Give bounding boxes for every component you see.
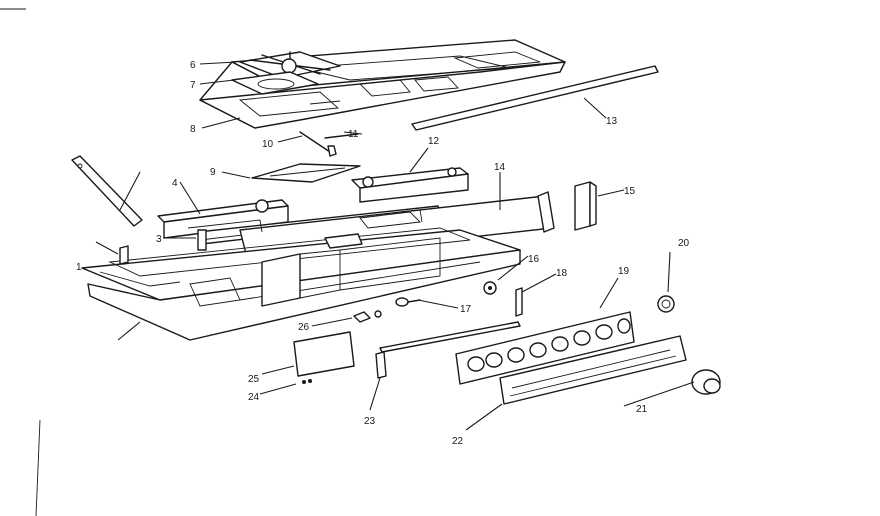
callout-22: 22 [452,436,464,447]
callout-15: 15 [624,186,636,197]
manifold-rod [379,321,521,353]
front-burner-rail [157,199,289,239]
callout-4: 4 [172,178,178,189]
callout-23: 23 [364,416,376,427]
control-knob [657,295,675,313]
callout-20: 20 [678,238,690,249]
callout-7: 7 [190,80,196,91]
callout-8: 8 [190,124,196,135]
rod-support [375,351,387,379]
callout-18: 18 [556,268,568,279]
callout-24: 24 [248,392,260,403]
callout-19: 19 [618,266,630,277]
callout-26: 26 [298,322,310,333]
callout-labels: 6 7 8 9 10 11 12 13 14 15 4 3 16 17 18 1… [76,60,690,447]
side-rail [71,155,143,227]
corner-mark-left [35,419,41,516]
callout-25: 25 [248,374,260,385]
callout-9: 9 [210,167,216,178]
screws [302,379,312,384]
end-bracket [574,181,597,231]
callout-3: 3 [156,234,162,245]
callout-6: 6 [190,60,196,71]
face-plate [499,335,687,405]
callout-13: 13 [606,116,618,127]
small-bracket [299,131,359,157]
clip [353,310,382,323]
callout-12: 12 [428,136,440,147]
base-chassis [81,209,521,341]
burner-bracket [251,163,361,183]
callout-11: 11 [348,129,359,140]
trim-strip [411,65,659,131]
rear-rail [351,167,469,203]
callout-1: 1 [76,262,82,273]
igniter [395,297,421,307]
control-panel [455,311,635,385]
base-pointer [117,321,141,341]
drip-pan [231,71,319,95]
valve-knob-small [483,281,497,295]
callout-16: 16 [528,254,540,265]
callout-17: 17 [460,304,472,315]
cover-plate [293,331,355,377]
control-bracket [515,287,523,317]
leader-lines [95,61,695,431]
callout-10: 10 [262,139,274,150]
callout-21: 21 [636,404,648,415]
large-knob [691,369,721,395]
callout-14: 14 [494,162,506,173]
